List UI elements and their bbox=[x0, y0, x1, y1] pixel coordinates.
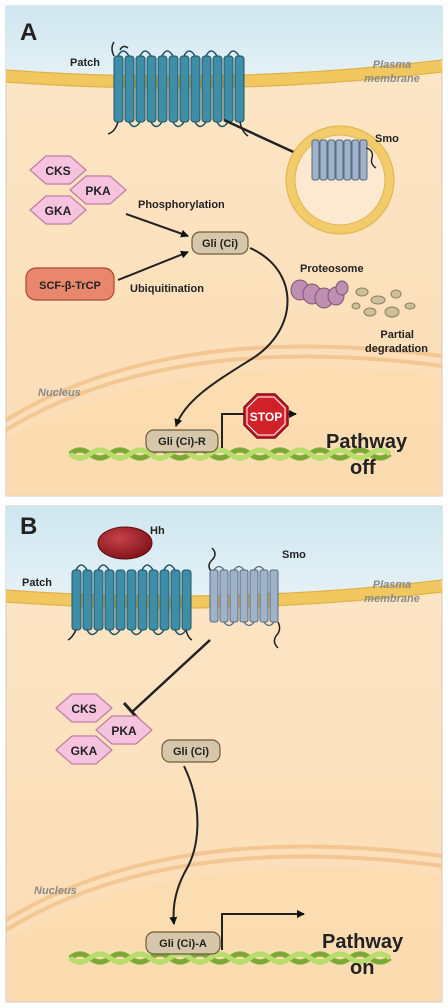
dna-b bbox=[68, 951, 392, 965]
pka-label-b: PKA bbox=[111, 724, 137, 738]
gli-to-nucleus-arrow-b bbox=[169, 765, 199, 925]
patch-inhibits-smo bbox=[223, 118, 301, 157]
cks-hexagon-b bbox=[55, 693, 113, 723]
nucleus-label-a: Nucleus bbox=[38, 387, 81, 399]
gli-r-box bbox=[145, 429, 219, 453]
nuclear-envelope-a bbox=[4, 344, 443, 422]
panel-a: A Plasma membrane Patch bbox=[4, 5, 443, 497]
plasma-membrane-label-b-1: Plasma bbox=[373, 579, 412, 591]
plasma-membrane-label-a-1: Plasma bbox=[373, 59, 412, 71]
cks-hexagon-a bbox=[29, 155, 87, 185]
gli-a-box bbox=[145, 931, 221, 955]
gka-hexagon-a bbox=[29, 195, 87, 225]
proteosome-label: Proteosome bbox=[300, 263, 364, 275]
hh-label: Hh bbox=[150, 525, 165, 537]
pathway-off-label-1: Pathway bbox=[326, 431, 408, 453]
proteosome-shape bbox=[290, 279, 349, 309]
smo-receptor-b: Smo bbox=[208, 547, 306, 649]
degradation-fragments bbox=[351, 287, 416, 318]
gli-box-a bbox=[191, 231, 249, 255]
stop-sign bbox=[243, 393, 289, 439]
gli-a-label: Gli (Ci)-A bbox=[159, 938, 207, 950]
hh-ligand bbox=[97, 526, 153, 560]
gka-label-a: GKA bbox=[45, 204, 72, 218]
pathway-on-label-2: on bbox=[350, 957, 374, 979]
kinase-cluster-b: CKS PKA GKA bbox=[55, 693, 153, 765]
gli-box-b bbox=[161, 739, 221, 763]
panel-b: B Plasma membrane Hh Patch bbox=[4, 505, 443, 1003]
dna-a bbox=[68, 447, 392, 461]
gli-label-a: Gli (Ci) bbox=[202, 238, 238, 250]
plasma-membrane-label-b-2: membrane bbox=[364, 593, 420, 605]
panel-b-letter: B bbox=[20, 513, 37, 540]
scf-beta-trcp-box bbox=[25, 267, 115, 301]
phosphorylation-arrow bbox=[125, 213, 189, 238]
ubiquitination-arrow bbox=[117, 250, 189, 281]
patch-receptor-b: Patch bbox=[22, 564, 193, 641]
patch-receptor-a: Patch bbox=[70, 41, 249, 137]
gli-label-b: Gli (Ci) bbox=[173, 746, 209, 758]
ubiquitination-label: Ubiquitination bbox=[130, 283, 204, 295]
smo-label-a: Smo bbox=[375, 133, 399, 145]
pka-hexagon-b bbox=[95, 715, 153, 745]
smo-label-b: Smo bbox=[282, 549, 306, 561]
gli-to-nucleus-arrow-a bbox=[174, 247, 289, 427]
plasma-membrane-label-a-2: membrane bbox=[364, 73, 420, 85]
gka-hexagon-b bbox=[55, 735, 113, 765]
pathway-off-label-2: off bbox=[350, 457, 376, 479]
gka-label-b: GKA bbox=[71, 744, 98, 758]
phosphorylation-label: Phosphorylation bbox=[138, 199, 225, 211]
cks-label-b: CKS bbox=[71, 702, 96, 716]
nucleus-label-b: Nucleus bbox=[34, 885, 77, 897]
kinase-cluster-a: CKS PKA GKA bbox=[29, 155, 127, 225]
patch-label-a: Patch bbox=[70, 57, 100, 69]
smo-vesicle-a: Smo bbox=[285, 125, 399, 235]
cks-label-a: CKS bbox=[45, 164, 70, 178]
partial-degradation-label-2: degradation bbox=[365, 343, 428, 355]
panel-a-letter: A bbox=[20, 19, 37, 46]
scf-label: SCF-β-TrCP bbox=[39, 280, 101, 292]
patch-label-b: Patch bbox=[22, 577, 52, 589]
pka-label-a: PKA bbox=[85, 184, 111, 198]
pka-hexagon-a bbox=[69, 175, 127, 205]
stop-label: STOP bbox=[250, 410, 282, 424]
partial-degradation-label-1: Partial bbox=[380, 329, 414, 341]
pathway-on-label-1: Pathway bbox=[322, 931, 404, 953]
transcription-arrow-b bbox=[221, 910, 305, 950]
gli-r-label: Gli (Ci)-R bbox=[158, 436, 206, 448]
nuclear-envelope-b bbox=[4, 844, 443, 922]
smo-inhibits-kinases bbox=[131, 639, 211, 713]
